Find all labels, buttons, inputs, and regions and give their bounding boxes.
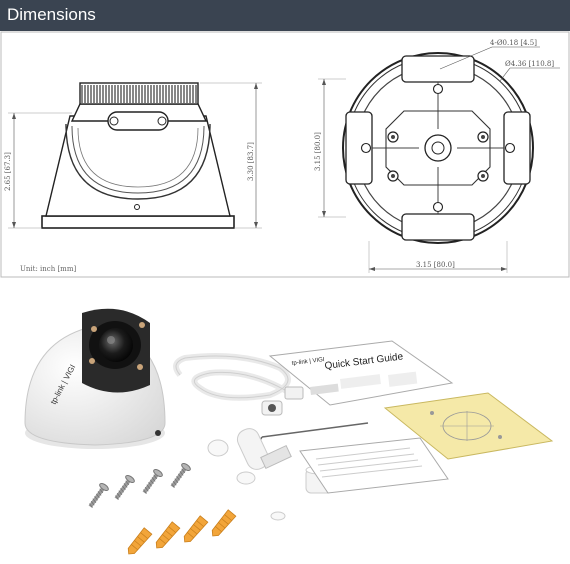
base-dim-height: 3.15 [80.0] xyxy=(314,132,322,171)
unit-label: Unit: inch [mm] xyxy=(20,265,76,273)
mount-holes xyxy=(360,83,516,213)
screw-2 xyxy=(114,474,135,500)
base-dim-outer: Ø4.36 [110.8] xyxy=(505,60,554,68)
anchor-2 xyxy=(155,521,181,549)
knurled-ring xyxy=(81,85,197,103)
side-view: 2.65 [67.3] 3.30 [83.7] Unit: inch [mm] xyxy=(4,82,262,273)
screw-3 xyxy=(142,468,163,494)
section-header: Dimensions xyxy=(0,0,570,31)
anchor-1 xyxy=(127,527,153,555)
network-cable xyxy=(173,352,304,416)
base-view: 4-Ø0.18 [4.5] Ø4.36 [110.8] 3.15 [80.0] … xyxy=(314,39,560,273)
package-contents: tp-link | VIGI tp-link | VIGI Quick Star… xyxy=(24,308,554,555)
base-dim-hole: 4-Ø0.18 [4.5] xyxy=(490,39,537,47)
side-dim-left: 2.65 [67.3] xyxy=(4,152,12,191)
mounting-template xyxy=(383,392,554,460)
screws xyxy=(88,462,191,508)
quick-start-guide: tp-link | VIGI Quick Start Guide xyxy=(268,340,454,406)
anchor-3 xyxy=(183,515,209,543)
dome-camera: tp-link | VIGI xyxy=(24,308,166,449)
guide-brand-label: tp-link | VIGI xyxy=(292,357,326,367)
dimension-drawing: 2.65 [67.3] 3.30 [83.7] Unit: inch [mm] xyxy=(0,31,570,278)
side-dim-right: 3.30 [83.7] xyxy=(247,142,255,181)
warranty-leaflet xyxy=(299,437,449,494)
screw-4 xyxy=(170,462,191,488)
section-title: Dimensions xyxy=(7,5,96,24)
wall-anchors xyxy=(127,509,237,555)
screw-1 xyxy=(88,482,109,508)
anchor-4 xyxy=(211,509,237,537)
base-dim-width: 3.15 [80.0] xyxy=(416,261,455,269)
